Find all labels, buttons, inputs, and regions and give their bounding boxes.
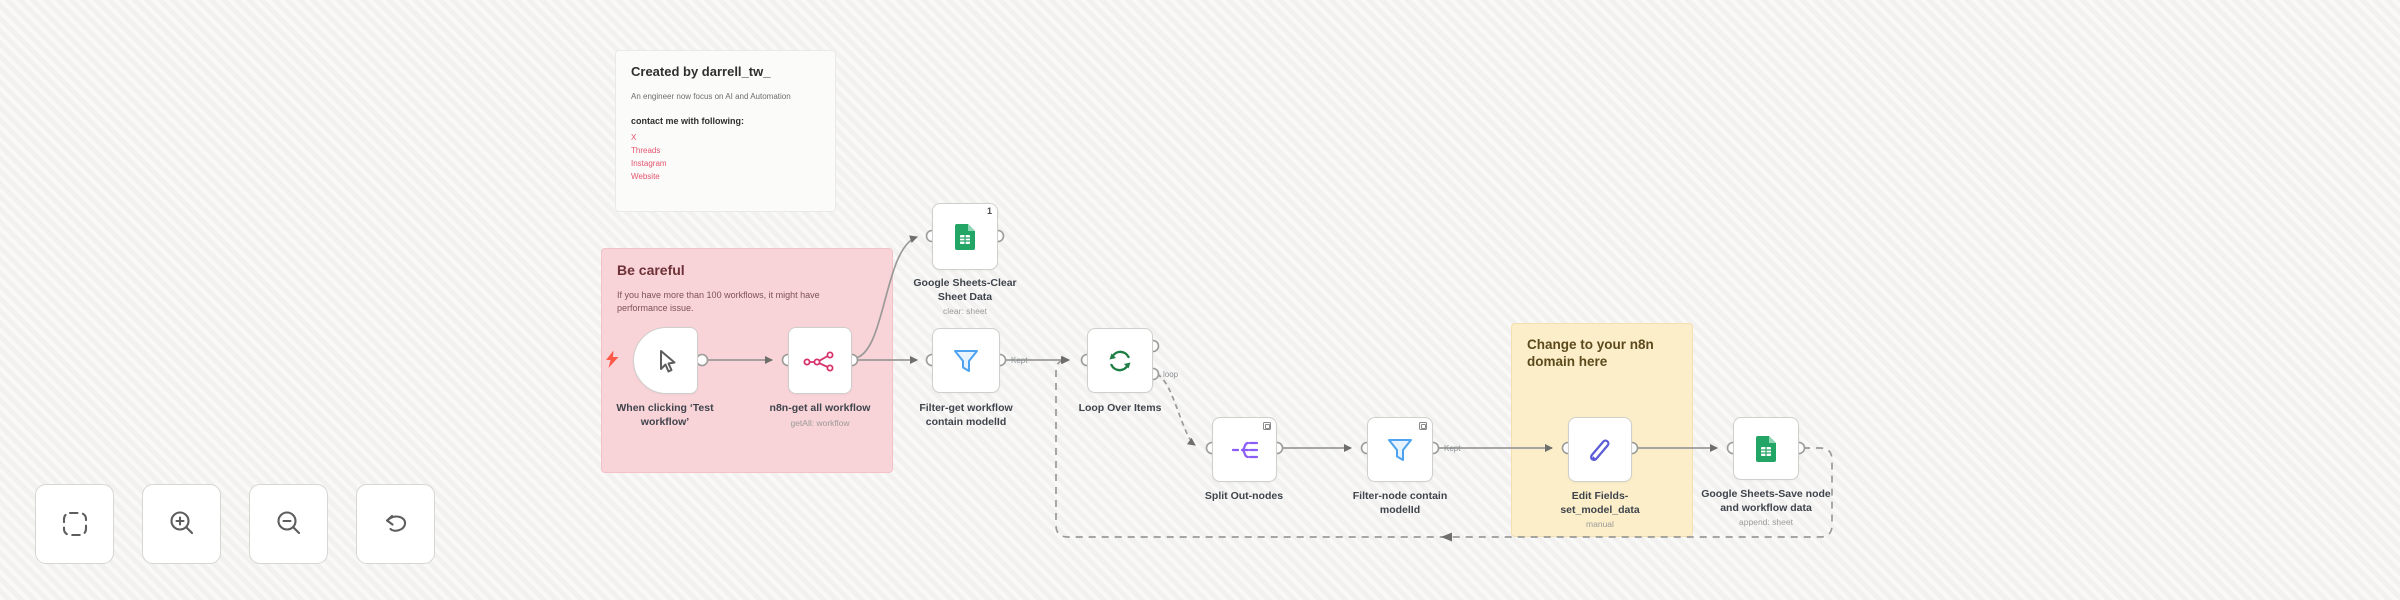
- undo-button[interactable]: [356, 484, 435, 564]
- node-label: When clicking ‘Test workflow’: [616, 402, 714, 428]
- node-sublabel: clear: sheet: [943, 306, 987, 317]
- sticky-warning-body: If you have more than 100 workflows, it …: [617, 289, 820, 313]
- loop-icon: [1109, 350, 1131, 371]
- connection-n8n-to-sheets-clear[interactable]: [855, 235, 918, 359]
- pencil-icon: [1590, 439, 1610, 461]
- node-label: Google Sheets-Clear Sheet Data clear: sh…: [903, 277, 1028, 317]
- node-settings-badge-icon: [1263, 422, 1271, 430]
- sticky-note-creator[interactable]: Created by darrell_tw_ An engineer now f…: [615, 50, 836, 212]
- zoom-to-fit-button[interactable]: [35, 484, 114, 564]
- execute-once-badge: 1: [986, 206, 992, 216]
- zoom-to-fit-icon: [62, 511, 87, 537]
- node-manual-trigger[interactable]: [633, 327, 698, 394]
- zoom-in-icon: [169, 511, 193, 535]
- node-label: Filter-node contain modelId: [1352, 490, 1448, 516]
- node-edit-fields[interactable]: [1568, 417, 1632, 482]
- canvas-controls: [35, 484, 435, 564]
- sticky-creator-body: An engineer now focus on AI and Automati…: [631, 92, 791, 102]
- node-filter-get-workflow[interactable]: [932, 328, 1000, 393]
- node-label: n8n-get all workflow getAll: workflow: [740, 402, 900, 429]
- sticky-warning-title: Be careful: [617, 262, 685, 278]
- zoom-out-button[interactable]: [249, 484, 328, 564]
- node-label: Loop Over Items: [1078, 402, 1162, 414]
- node-label: Filter-get workflow contain modelId: [919, 402, 1013, 428]
- node-label: Split Out-nodes: [1204, 490, 1284, 502]
- node-google-sheets-clear[interactable]: 1: [932, 203, 998, 270]
- node-loop-over-items[interactable]: [1087, 328, 1153, 393]
- filter-icon: [1388, 438, 1412, 461]
- sticky-creator-contact-heading: contact me with following:: [631, 115, 744, 126]
- node-sublabel: manual: [1586, 519, 1614, 530]
- node-split-out[interactable]: [1212, 417, 1277, 482]
- link-instagram[interactable]: Instagram: [631, 158, 667, 168]
- node-settings-badge-icon: [1419, 422, 1427, 430]
- link-threads[interactable]: Threads: [631, 145, 661, 155]
- connection-loop-to-splitout[interactable]: [1156, 373, 1196, 446]
- output-label-loop: loop: [1163, 370, 1179, 379]
- node-sublabel: append: sheet: [1739, 517, 1793, 528]
- n8n-icon: [803, 351, 834, 371]
- node-label: Google Sheets-Save node and workflow dat…: [1691, 488, 1841, 528]
- google-sheets-icon: [1756, 435, 1776, 462]
- output-port[interactable]: [695, 353, 709, 367]
- sticky-domain-title: Change to your n8n domain here: [1527, 337, 1654, 369]
- output-label-kept: Kept: [1444, 444, 1461, 453]
- trigger-lightning-icon: [606, 350, 619, 368]
- node-google-sheets-save[interactable]: [1733, 417, 1799, 480]
- node-sublabel: getAll: workflow: [790, 417, 850, 428]
- link-website[interactable]: Website: [631, 171, 660, 181]
- sticky-creator-title: Created by darrell_tw_: [631, 64, 771, 79]
- undo-icon: [385, 514, 406, 532]
- node-n8n-get-all-workflow[interactable]: [788, 327, 852, 394]
- node-label: Edit Fields-set_model_data manual: [1544, 490, 1656, 530]
- zoom-out-icon: [276, 511, 300, 535]
- cursor-icon: [659, 349, 675, 372]
- loopback-arrow: [1441, 532, 1452, 542]
- link-x[interactable]: X: [631, 132, 637, 142]
- filter-icon: [954, 349, 978, 372]
- zoom-in-button[interactable]: [142, 484, 221, 564]
- output-label-kept: Kept: [1011, 356, 1028, 365]
- google-sheets-icon: [955, 223, 975, 250]
- split-out-icon: [1231, 441, 1258, 458]
- node-filter-node-contain[interactable]: [1367, 417, 1433, 482]
